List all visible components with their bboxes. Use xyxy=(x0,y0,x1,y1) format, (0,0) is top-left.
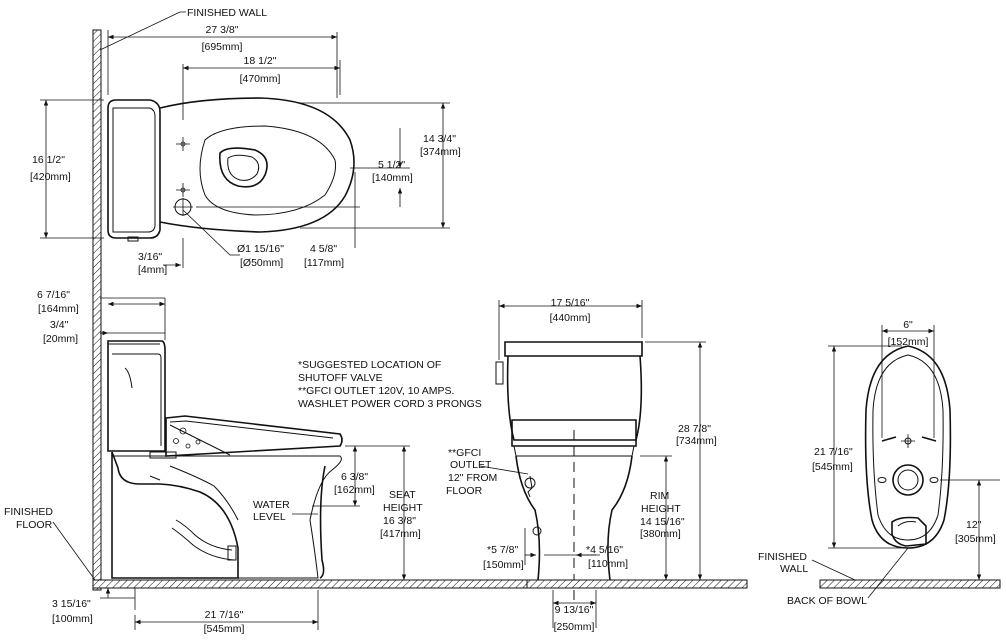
notes-block: *SUGGESTED LOCATION OF SHUTOFF VALVE **G… xyxy=(298,359,482,410)
dim-12-mm: [305mm] xyxy=(955,533,996,545)
dim-14-mm: [374mm] xyxy=(420,146,461,158)
water-level-label: WATER xyxy=(253,499,290,511)
dim-6716-mm: [164mm] xyxy=(38,303,79,315)
finished-floor-label: FINISHED xyxy=(4,506,53,518)
dim-5half-inch: 5 1/2" xyxy=(378,159,405,171)
rim-height-inch: 14 15/16" xyxy=(640,516,685,528)
water-level-label: LEVEL xyxy=(253,511,286,523)
dim-316-mm: [4mm] xyxy=(138,264,167,276)
dim-21716-bottom-mm: [545mm] xyxy=(204,623,245,635)
dim-91316-inch: 9 13/16" xyxy=(555,604,594,616)
dim-578-mm: [150mm] xyxy=(483,559,524,571)
seat-height-inch: 16 3/8" xyxy=(383,515,416,527)
dim-18-inch: 18 1/2" xyxy=(244,55,277,67)
rim-height-mm: [380mm] xyxy=(640,528,681,540)
dim-21716-right-mm: [545mm] xyxy=(812,461,853,473)
dim-16-mm: [420mm] xyxy=(30,171,71,183)
dim-12-inch: 12" xyxy=(966,519,982,531)
dim-4516-inch: *4 5/16" xyxy=(586,544,623,556)
dim-18-mm: [470mm] xyxy=(240,73,281,85)
dim-34-inch: 3/4" xyxy=(50,319,69,331)
seat-height-label: HEIGHT xyxy=(383,502,423,514)
finished-wall-right-label: FINISHED xyxy=(758,551,807,563)
note-line: WASHLET POWER CORD 3 PRONGS xyxy=(298,398,482,410)
finished-wall-right-label: WALL xyxy=(780,563,808,575)
finished-wall-left xyxy=(92,29,102,591)
dim-6716-inch: 6 7/16" xyxy=(37,289,70,301)
rim-height-label: RIM xyxy=(650,490,669,502)
gfci-label: OUTLET xyxy=(450,459,492,471)
note-line: *SUGGESTED LOCATION OF xyxy=(298,359,441,371)
dim-21716-right-inch: 21 7/16" xyxy=(814,446,853,458)
dim-458-inch: 4 5/8" xyxy=(310,243,337,255)
dim-638-mm: [162mm] xyxy=(334,484,375,496)
dim-91316-mm: [250mm] xyxy=(554,621,595,633)
dim-6-mm: [152mm] xyxy=(888,336,929,348)
dim-27-mm: [695mm] xyxy=(202,41,243,53)
gfci-label: FLOOR xyxy=(446,485,483,497)
back-of-bowl-label: BACK OF BOWL xyxy=(787,595,867,607)
dim-638-inch: 6 3/8" xyxy=(341,471,368,483)
gfci-label: 12" FROM xyxy=(448,472,497,484)
seat-height-label: SEAT xyxy=(389,489,416,501)
dim-316-inch: 3/16" xyxy=(138,251,162,263)
dim-27-inch: 27 3/8" xyxy=(206,24,239,36)
dim-dia-mm: [Ø50mm] xyxy=(240,257,283,269)
gfci-label: **GFCI xyxy=(448,447,481,459)
seat-height-mm: [417mm] xyxy=(380,528,421,540)
dim-31516-inch: 3 15/16" xyxy=(52,598,91,610)
front-view xyxy=(479,300,748,628)
dim-21716-bottom-inch: 21 7/16" xyxy=(205,609,244,621)
dim-2878-inch: 28 7/8" xyxy=(678,423,711,435)
dim-17516-mm: [440mm] xyxy=(550,312,591,324)
dim-458-mm: [117mm] xyxy=(304,257,344,269)
finished-floor-label: FLOOR xyxy=(16,519,53,531)
dim-2878-mm: [734mm] xyxy=(676,435,717,447)
dim-4516-mm: [110mm] xyxy=(588,558,628,570)
note-line: **GFCI OUTLET 120V, 10 AMPS. xyxy=(298,385,454,397)
note-line: SHUTOFF VALVE xyxy=(298,372,383,384)
dim-17516-inch: 17 5/16" xyxy=(551,297,590,309)
dim-dia-inch: Ø1 15/16" xyxy=(237,243,284,255)
dim-34-mm: [20mm] xyxy=(43,333,78,345)
dim-578-inch: *5 7/8" xyxy=(487,544,518,556)
dim-16-inch: 16 1/2" xyxy=(32,154,65,166)
finished-wall-top-label: FINISHED WALL xyxy=(187,7,267,19)
dim-6-inch: 6" xyxy=(903,319,913,331)
top-view xyxy=(40,11,450,268)
rim-height-label: HEIGHT xyxy=(641,503,681,515)
dim-5half-mm: [140mm] xyxy=(372,172,413,184)
dim-31516-mm: [100mm] xyxy=(52,613,93,625)
dim-14-inch: 14 3/4" xyxy=(423,133,456,145)
right-top-view xyxy=(811,325,1001,599)
